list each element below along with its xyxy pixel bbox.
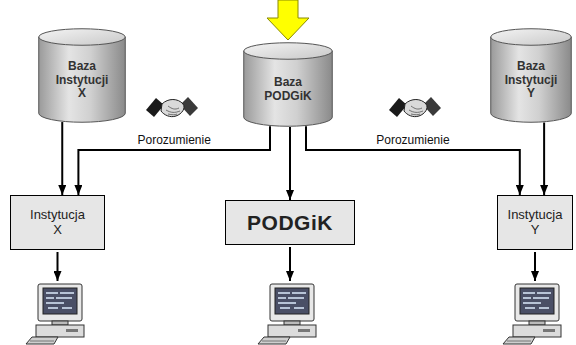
input-arrow (267, 0, 309, 40)
main-box: PODGiK (225, 200, 355, 245)
node-label: PODGiK (247, 211, 333, 235)
connector-arrow (78, 126, 270, 195)
connector-arrow (61, 122, 63, 195)
node-label: Baza Instytucji X (53, 60, 111, 100)
database-cylinder: Baza PODGiK (243, 42, 333, 127)
text-group: Baza Instytucji Y (502, 60, 560, 100)
cylinder-body (491, 37, 572, 122)
output-arrow (534, 252, 536, 281)
text-group: PODGiK (247, 211, 333, 235)
handshake-icon (146, 97, 198, 117)
text-group: Instytucja X (27, 208, 89, 238)
cylinder-top (491, 29, 572, 46)
institution-box: Instytucja Y (497, 195, 573, 250)
node-label: Baza PODGiK (259, 76, 317, 103)
handshake-icon (389, 97, 441, 117)
output-arrows (58, 247, 536, 281)
connector-arrow (289, 127, 291, 200)
connector-arrow (543, 123, 545, 195)
output-arrow (289, 247, 291, 281)
edge-label: Porozumienie (136, 133, 213, 147)
cylinder-body (39, 37, 126, 122)
node-label: Instytucja X (27, 208, 89, 238)
database-cylinder: Baza Instytucji Y (490, 28, 572, 123)
database-cylinder: Baza Instytucji X (38, 28, 126, 123)
edge-label: Porozumienie (374, 133, 451, 147)
text-group: Baza Instytucji X (53, 60, 111, 100)
text-group: Baza PODGiK (259, 76, 317, 103)
node-label: Baza Instytucji Y (502, 60, 560, 100)
computer-icon (258, 284, 316, 344)
output-arrow (57, 252, 59, 281)
computer-icon (503, 284, 561, 344)
node-label: Instytucja Y (504, 208, 566, 238)
connector-arrow (306, 126, 520, 195)
cylinder-top (244, 43, 333, 60)
cylinder-top (39, 29, 126, 46)
institution-box: Instytucja X (10, 195, 105, 250)
computer-icon (26, 284, 84, 344)
text-group: Instytucja Y (504, 208, 566, 238)
cylinder-body (244, 51, 333, 126)
